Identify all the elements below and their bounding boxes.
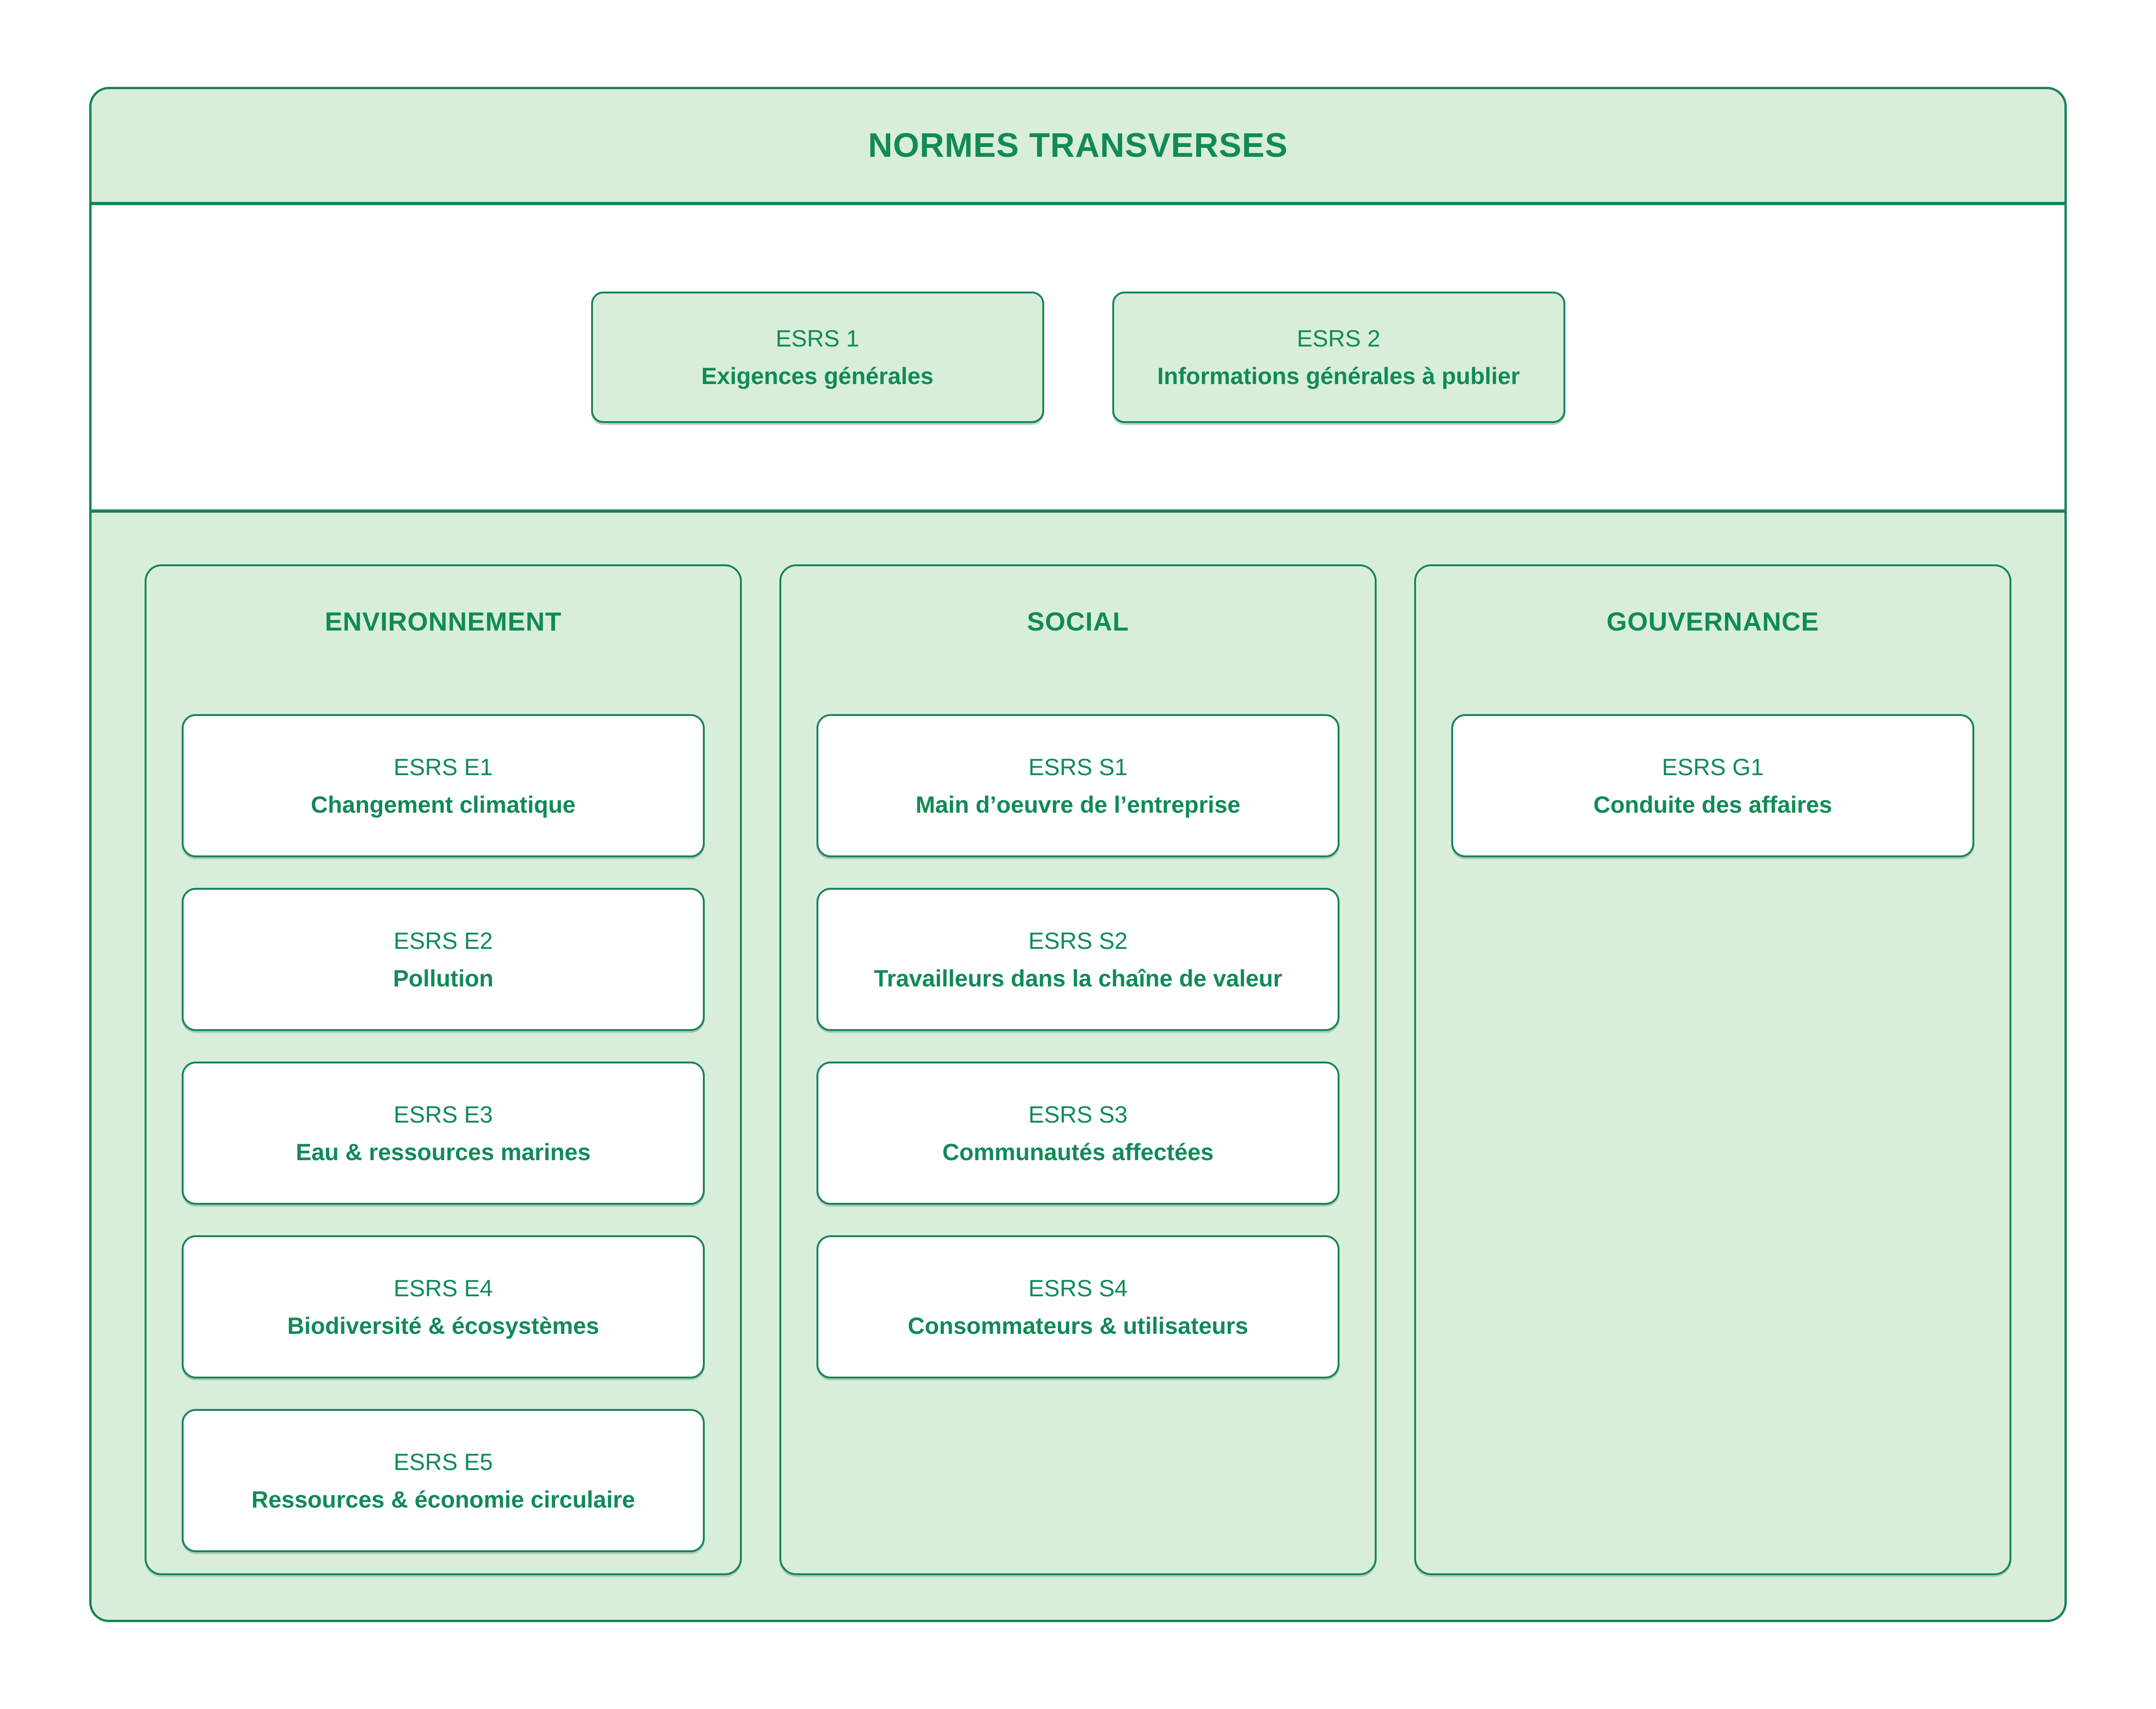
frame-header-band: NORMES TRANSVERSES [92,89,2064,205]
card-esrs-e3-label: Eau & ressources marines [295,1139,591,1165]
card-esrs-e1-label: Changement climatique [311,791,576,818]
diagram-title: NORMES TRANSVERSES [868,127,1288,164]
card-esrs-g1-label: Conduite des affaires [1593,791,1833,818]
card-esrs-e2: ESRS E2 Pollution [182,888,705,1031]
card-esrs-s3: ESRS S3 Communautés affectées [816,1062,1340,1205]
card-esrs-s3-code: ESRS S3 [1028,1101,1128,1128]
esrs-1-box: ESRS 1 Exigences générales [591,292,1044,423]
card-esrs-s2: ESRS S2 Travailleurs dans la chaîne de v… [816,888,1340,1031]
card-esrs-s1-code: ESRS S1 [1028,754,1128,780]
card-esrs-e5-label: Ressources & économie circulaire [251,1486,635,1513]
esrs-2-code: ESRS 2 [1297,325,1380,352]
card-esrs-e1-code: ESRS E1 [393,754,493,780]
card-esrs-g1-code: ESRS G1 [1662,754,1764,780]
pillars-section: ENVIRONNEMENT ESRS E1 Changement climati… [92,513,2064,1620]
esrs-2-box: ESRS 2 Informations générales à publier [1112,292,1565,423]
card-esrs-s3-label: Communautés affectées [942,1139,1214,1165]
card-esrs-s4-code: ESRS S4 [1028,1275,1128,1301]
card-esrs-e4-code: ESRS E4 [393,1275,493,1301]
card-esrs-s1-label: Main d’oeuvre de l’entreprise [916,791,1240,818]
card-esrs-e2-label: Pollution [393,965,493,992]
card-esrs-e2-code: ESRS E2 [393,927,493,954]
esrs-1-code: ESRS 1 [776,325,859,352]
esrs-1-label: Exigences générales [701,363,934,389]
card-esrs-e1: ESRS E1 Changement climatique [182,714,705,857]
pillar-gouvernance-title: GOUVERNANCE [1606,607,1819,636]
pillar-environnement: ENVIRONNEMENT ESRS E1 Changement climati… [145,564,742,1575]
normes-transverses-frame: NORMES TRANSVERSES ESRS 1 Exigences géné… [89,87,2067,1622]
card-esrs-s1: ESRS S1 Main d’oeuvre de l’entreprise [816,714,1340,857]
card-esrs-s4-label: Consommateurs & utilisateurs [908,1312,1248,1339]
card-esrs-e5-code: ESRS E5 [393,1448,493,1475]
esrs-2-label: Informations générales à publier [1157,363,1520,389]
card-esrs-e5: ESRS E5 Ressources & économie circulaire [182,1409,705,1552]
pillar-social: SOCIAL ESRS S1 Main d’oeuvre de l’entrep… [779,564,1377,1575]
card-esrs-s4: ESRS S4 Consommateurs & utilisateurs [816,1235,1340,1378]
card-esrs-e3: ESRS E3 Eau & ressources marines [182,1062,705,1205]
card-esrs-e4-label: Biodiversité & écosystèmes [287,1312,600,1339]
card-esrs-s2-code: ESRS S2 [1028,927,1128,954]
pillar-gouvernance: GOUVERNANCE ESRS G1 Conduite des affaire… [1414,564,2011,1575]
transverse-standards-row: ESRS 1 Exigences générales ESRS 2 Inform… [92,205,2064,513]
card-esrs-e3-code: ESRS E3 [393,1101,493,1128]
card-esrs-e4: ESRS E4 Biodiversité & écosystèmes [182,1235,705,1378]
pillar-environnement-title: ENVIRONNEMENT [324,607,562,636]
card-esrs-s2-label: Travailleurs dans la chaîne de valeur [874,965,1282,992]
card-esrs-g1: ESRS G1 Conduite des affaires [1451,714,1974,857]
pillar-social-title: SOCIAL [1027,607,1129,636]
